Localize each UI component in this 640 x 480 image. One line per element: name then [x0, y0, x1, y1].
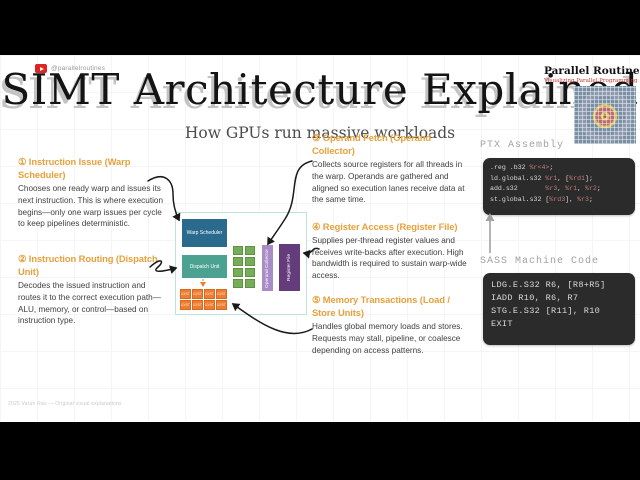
note-body: Collects source registers for all thread…: [312, 160, 465, 205]
note-heading: ① Instruction Issue (Warp Scheduler): [18, 156, 131, 181]
sm-block-diagram: Warp Scheduler Dispatch Unit Operand Col…: [175, 212, 307, 315]
operand-collector-box: Operand Collector: [262, 245, 273, 291]
note-heading: ④ Register Access (Register File): [312, 221, 458, 232]
note-heading: ② Instruction Routing (Dispatch Unit): [18, 253, 158, 278]
alu-core-cell: [233, 279, 243, 288]
note-body: Chooses one ready warp and issues its ne…: [18, 184, 164, 229]
ldst-unit-cell: LD/ST: [180, 289, 191, 299]
ldst-unit-cell: LD/ST: [180, 300, 191, 310]
code-line: STG.E.S32 [R11], R10: [491, 305, 601, 316]
slide: @parallelroutines SIMT Architecture Expl…: [0, 55, 640, 422]
code-line: LDG.E.S32 R6, [R8+R5]: [491, 280, 606, 290]
operand-collector-label: Operand Collector: [265, 248, 270, 288]
alu-core-cell: [233, 268, 243, 277]
note-memory-transactions: ⑤ Memory Transactions (Load / Store Unit…: [312, 293, 474, 356]
code-line: IADD R10, R6, R7: [491, 292, 579, 303]
note-body: Handles global memory loads and stores. …: [312, 322, 463, 355]
note-heading: ③ Operand Fetch (Operand Collector): [312, 132, 432, 157]
alu-core-cell: [245, 257, 255, 266]
warp-scheduler-box: Warp Scheduler: [182, 219, 227, 247]
ldst-unit-cell: LD/ST: [204, 300, 215, 310]
compile-up-arrow-icon: [485, 213, 495, 253]
note-instruction-routing: ② Instruction Routing (Dispatch Unit) De…: [18, 252, 170, 327]
brand-name: Parallel Routines: [544, 65, 640, 77]
code-line: .reg .b32 %r<4>;: [490, 164, 554, 171]
page-subtitle: How GPUs run massive workloads: [184, 124, 456, 142]
note-instruction-issue: ① Instruction Issue (Warp Scheduler) Cho…: [18, 155, 170, 230]
note-body: Decodes the issued instruction and route…: [18, 281, 161, 326]
ldst-unit-cell: LD/ST: [192, 300, 203, 310]
alu-core-cell: [245, 246, 255, 255]
code-line: add.s32 %r3, %r1, %r2;: [490, 185, 601, 193]
dispatch-unit-label: Dispatch Unit: [189, 263, 220, 270]
ldst-unit-cell: LD/ST: [192, 289, 203, 299]
sass-section-heading: SASS Machine Code: [480, 256, 600, 267]
channel-handle: @parallelroutines: [51, 65, 106, 72]
ldst-unit-cell: LD/ST: [216, 300, 227, 310]
youtube-icon: [35, 64, 47, 73]
ptx-code-block: .reg .b32 %r<4>; ld.global.s32 %r1, [%rd1…: [483, 158, 635, 215]
ldst-unit-cell: LD/ST: [216, 289, 227, 299]
page-title: SIMT Architecture Explained: [1, 65, 639, 114]
brand-logo-mosaic: [574, 86, 636, 144]
code-line: EXIT: [491, 318, 513, 329]
sass-code-block: LDG.E.S32 R6, [R8+R5] IADD R10, R6, R7 STG…: [483, 273, 635, 345]
ldst-unit-cell: LD/ST: [204, 289, 215, 299]
alu-core-cell: [245, 268, 255, 277]
brand-block: Parallel Routines Visualizing Parallel P…: [544, 65, 640, 84]
brand-tagline: Visualizing Parallel Programming: [544, 78, 638, 84]
register-file-box: Register File: [279, 244, 300, 291]
ptx-section-heading: PTX Assembly: [480, 140, 565, 151]
alu-core-cell: [233, 257, 243, 266]
code-line: st.global.s32 [%rd3], %r3;: [490, 195, 593, 203]
note-register-access: ④ Register Access (Register File) Suppli…: [312, 220, 474, 282]
note-heading: ⑤ Memory Transactions (Load / Store Unit…: [312, 294, 450, 319]
alu-grid: [233, 246, 255, 288]
note-body: Supplies per-thread register values and …: [312, 236, 467, 281]
alu-core-cell: [245, 279, 255, 288]
note-operand-fetch: ③ Operand Fetch (Operand Collector) Coll…: [312, 131, 474, 206]
code-line: ld.global.s32 %r1, [%rd1];: [490, 174, 593, 182]
warp-scheduler-label: Warp Scheduler: [186, 230, 223, 236]
dispatch-unit-box: Dispatch Unit: [182, 255, 227, 278]
youtube-channel-badge: @parallelroutines: [35, 64, 105, 73]
alu-core-cell: [233, 246, 243, 255]
copyright-footer: 2025 Varun Rao — Original visual explana…: [8, 401, 122, 407]
register-file-label: Register File: [287, 254, 292, 281]
